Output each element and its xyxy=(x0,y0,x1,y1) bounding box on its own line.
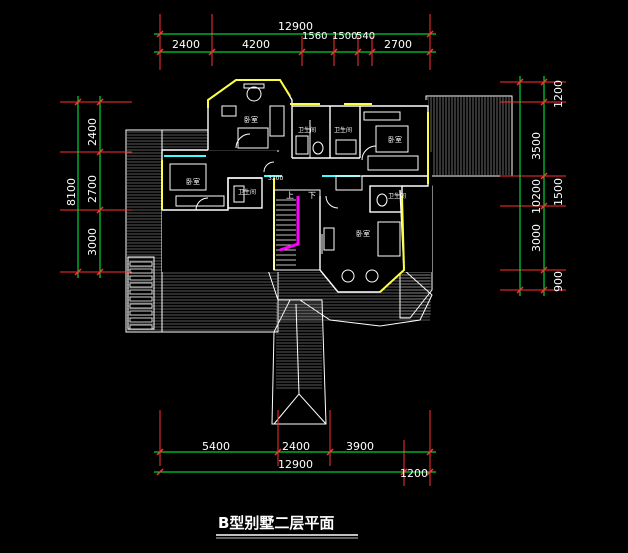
room-label-bedroom-center: 卧室 xyxy=(356,229,370,238)
lower-bay-window xyxy=(379,195,406,293)
dim-top-3: 1560 xyxy=(302,31,327,42)
room-label-bedroom-left: 卧室 xyxy=(186,177,200,186)
left-roof-vent-slats xyxy=(129,261,153,330)
dimension-tick xyxy=(540,172,548,180)
dimension-tick xyxy=(330,48,338,56)
dimension-tick xyxy=(540,202,548,210)
corridor-dimension: 3300 xyxy=(268,175,283,182)
dim-right-3: 3000 xyxy=(530,224,543,252)
dimension-tick xyxy=(96,206,104,214)
dim-bottom-3: 3900 xyxy=(346,440,374,453)
dimension-tick xyxy=(298,48,306,56)
dim-bottom-1: 5400 xyxy=(202,440,230,453)
dimension-tick xyxy=(156,48,164,56)
dim-left-2: 2700 xyxy=(86,175,99,203)
dimension-tick xyxy=(368,48,376,56)
bed-center xyxy=(377,221,401,257)
bed-right xyxy=(375,125,409,153)
room-label-bath-1: 卫生间 xyxy=(298,126,316,134)
vent-slat xyxy=(129,303,153,309)
room-label-bath-4: 卫生间 xyxy=(388,192,406,200)
dim-right-4: 900 xyxy=(552,271,565,292)
dimension-tick xyxy=(74,98,82,106)
drawing-title: B型别墅二层平面 xyxy=(218,514,334,532)
dimension-tick xyxy=(426,30,434,38)
dimension-tick xyxy=(540,286,548,294)
vent-slat xyxy=(129,282,153,288)
dim-top-2: 4200 xyxy=(242,38,270,51)
dimension-tick xyxy=(540,98,548,106)
bed-left xyxy=(169,163,207,191)
dimension-tick xyxy=(326,448,334,456)
dim-top-4: 1500 xyxy=(332,31,357,42)
vent-slat xyxy=(129,317,153,323)
room-label-bath-3: 卫生间 xyxy=(238,188,256,196)
dimension-tick xyxy=(208,48,216,56)
dim-top-total: 12900 xyxy=(278,20,313,33)
dimension-tick xyxy=(540,78,548,86)
dim-right-top: 1200 xyxy=(552,80,565,108)
dimension-tick xyxy=(274,448,282,456)
door-swings xyxy=(195,133,377,211)
dim-left-total: 8100 xyxy=(65,178,78,206)
dimension-tick xyxy=(156,30,164,38)
dim-bottom-extra: 1200 xyxy=(400,467,428,480)
round-table xyxy=(246,86,262,102)
dimension-tick xyxy=(156,448,164,456)
staircase xyxy=(273,189,321,271)
room-label-bedroom-top: 卧室 xyxy=(244,115,258,124)
lower-bay-fill xyxy=(320,190,404,292)
vent-slat xyxy=(129,268,153,274)
vent-slat xyxy=(129,310,153,316)
dim-top-5: 540 xyxy=(356,31,375,42)
furniture xyxy=(169,83,419,283)
dim-top-1: 2400 xyxy=(172,38,200,51)
bath-3-box xyxy=(227,177,263,209)
bed-top xyxy=(237,127,269,149)
dimension-tick xyxy=(516,286,524,294)
dimension-tick xyxy=(96,268,104,276)
stair-direction-arrow xyxy=(279,196,300,252)
dimension-tick xyxy=(96,98,104,106)
stair-down-label: 下 xyxy=(308,191,316,200)
dimension-tick xyxy=(426,48,434,56)
dimension-tick xyxy=(96,148,104,156)
dimension-tick xyxy=(400,468,408,476)
dim-right-total: 10200 xyxy=(530,179,543,214)
stair-up-label: 上 xyxy=(286,191,294,200)
dim-top-6: 2700 xyxy=(384,38,412,51)
dimension-tick xyxy=(426,468,434,476)
dim-right-1: 3500 xyxy=(530,132,543,160)
vent-slat xyxy=(129,261,153,267)
dim-bottom-total: 12900 xyxy=(278,458,313,471)
dimension-tick xyxy=(156,468,164,476)
porch-ridge xyxy=(273,393,327,425)
bottom-roof-outline xyxy=(267,269,433,327)
dim-left-3: 3000 xyxy=(86,228,99,256)
dimension-tick xyxy=(516,78,524,86)
room-label-bath-2: 卫生间 xyxy=(334,126,352,134)
vent-slat xyxy=(129,275,153,281)
grid-lines xyxy=(60,14,566,486)
dim-left-1: 2400 xyxy=(86,118,99,146)
dim-right-2: 1500 xyxy=(552,178,565,206)
room-label-bedroom-right: 卧室 xyxy=(388,135,402,144)
dimension-tick xyxy=(426,448,434,456)
vent-slat xyxy=(129,289,153,295)
top-bay-fill xyxy=(208,80,292,150)
dimension-tick xyxy=(540,266,548,274)
porch-ridge-line xyxy=(295,303,300,395)
vent-slat xyxy=(129,324,153,330)
porch-roof xyxy=(271,299,327,425)
right-roof-outline xyxy=(425,95,513,177)
vent-slat xyxy=(129,296,153,302)
dimension-tick xyxy=(354,48,362,56)
dimension-tick xyxy=(74,268,82,276)
dim-bottom-2: 2400 xyxy=(282,440,310,453)
